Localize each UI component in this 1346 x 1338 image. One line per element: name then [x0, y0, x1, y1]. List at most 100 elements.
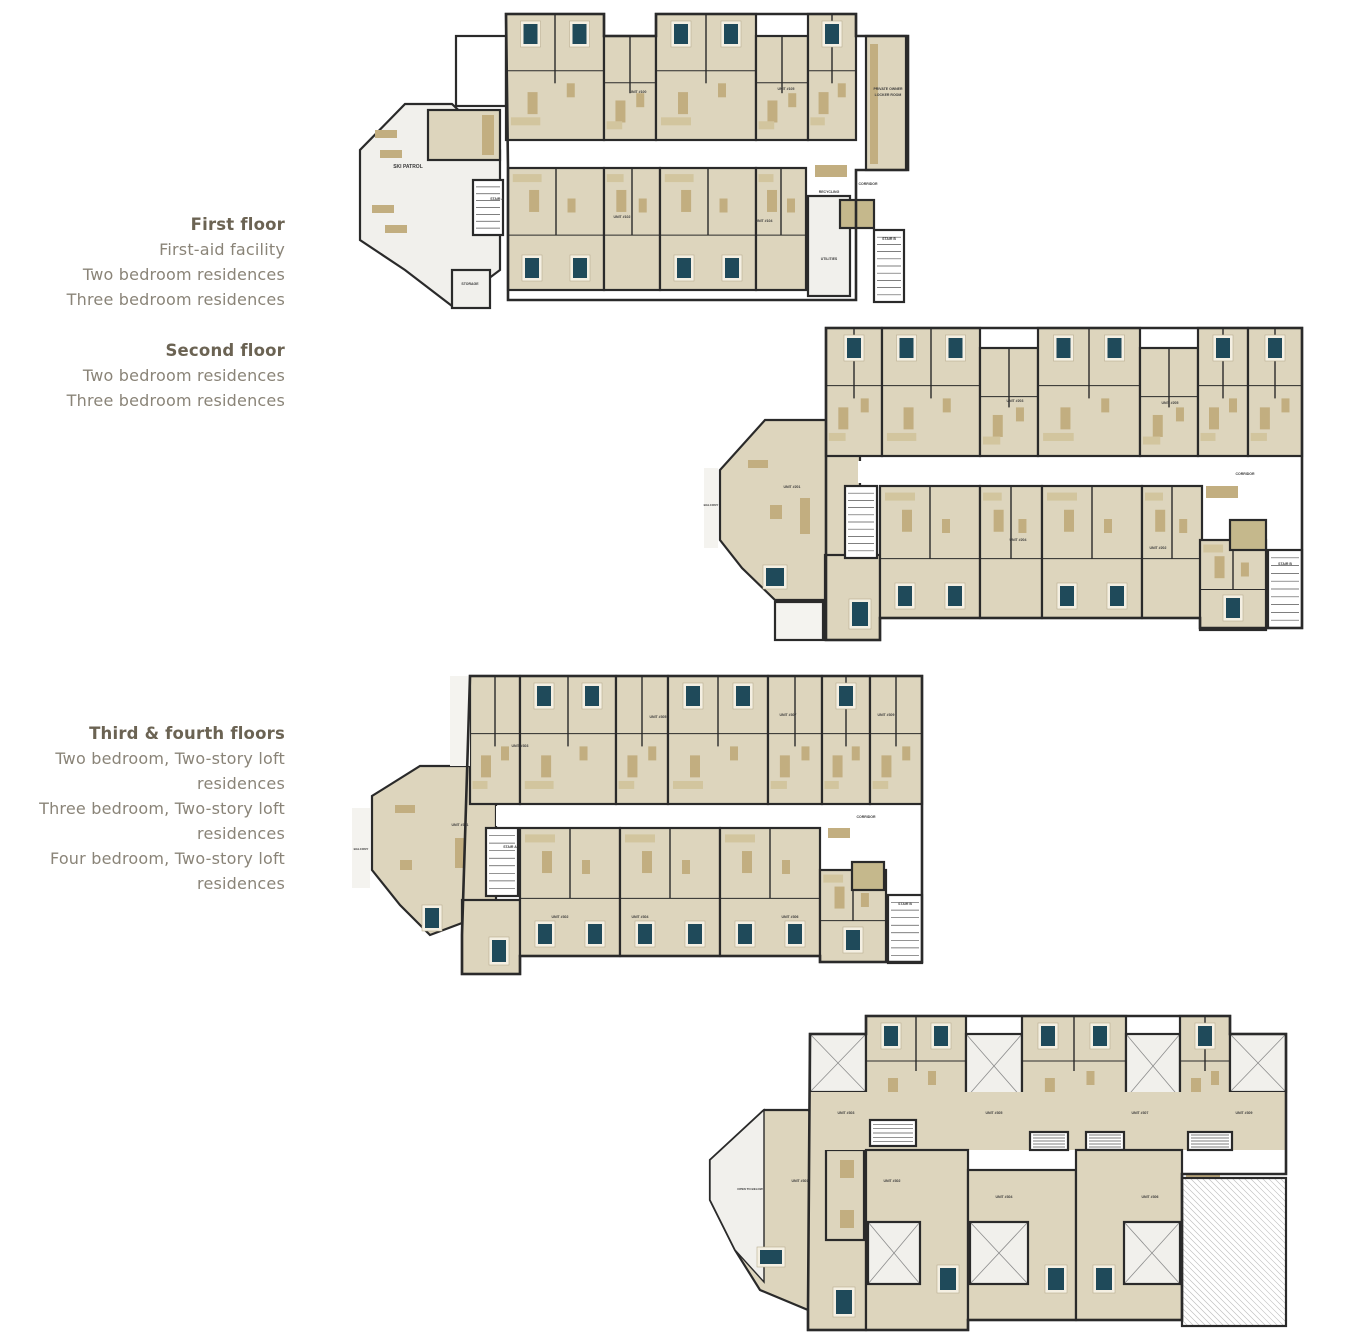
- kitchen-island: [800, 498, 810, 534]
- first-floor-item: Three bedroom residences: [66, 290, 285, 309]
- kitchen-island: [678, 92, 688, 115]
- wall: [484, 826, 520, 898]
- kitchen-island: [1179, 519, 1188, 533]
- void-cross: [965, 1033, 1023, 1099]
- bed: [1096, 1268, 1112, 1290]
- elevator: [1230, 520, 1266, 550]
- room-label: UNIT #301: [792, 1179, 809, 1183]
- bed: [1198, 1026, 1212, 1046]
- wall: [806, 194, 852, 298]
- kitchen-island: [928, 1071, 936, 1085]
- void-cross: [969, 1221, 1029, 1285]
- room-label: RECYCLING: [819, 190, 840, 194]
- kitchen-island: [770, 505, 782, 519]
- hatch-line: [1225, 1177, 1287, 1239]
- room-label: UNIT #201: [784, 485, 801, 489]
- void-cross: [867, 1221, 921, 1285]
- hatch-line: [1243, 1177, 1287, 1221]
- storage-room: [452, 270, 490, 308]
- void-cross: [1123, 1221, 1181, 1285]
- void-cross: [809, 1033, 867, 1093]
- bed: [846, 930, 860, 950]
- wall: [471, 178, 505, 237]
- kitchen-island: [627, 755, 638, 778]
- bed: [523, 24, 538, 44]
- kitchen-island: [840, 1160, 854, 1178]
- kitchen-island: [636, 93, 645, 108]
- kitchen-island: [1240, 562, 1249, 577]
- counter: [512, 174, 542, 183]
- kitchen-island: [1191, 1078, 1201, 1100]
- bed: [1056, 338, 1071, 358]
- kitchen-island: [1086, 1071, 1095, 1085]
- kitchen-island: [888, 1078, 898, 1100]
- counter: [823, 874, 844, 883]
- wall: [850, 860, 886, 892]
- wall: [968, 1220, 1030, 1286]
- kitchen-island: [1155, 509, 1166, 532]
- counter: [1047, 492, 1077, 501]
- wall: [426, 108, 502, 162]
- kitchen-island: [395, 805, 415, 813]
- room-label: UNIT #301: [452, 823, 469, 827]
- room-label: UNIT #306: [1142, 1195, 1159, 1199]
- bed: [852, 602, 868, 626]
- balcony: [704, 468, 718, 548]
- room-label: PRIVATE OWNER: [873, 87, 903, 91]
- hatch-line: [1181, 1205, 1287, 1311]
- kitchen-island: [851, 746, 860, 761]
- bed: [674, 24, 688, 44]
- second-floor-item: Three bedroom residences: [66, 391, 285, 410]
- corridor: [496, 806, 920, 826]
- recycling: [828, 828, 850, 838]
- hatch-line: [1249, 1177, 1287, 1215]
- bed: [588, 924, 602, 944]
- counter: [758, 174, 774, 183]
- kitchen-island: [870, 44, 878, 164]
- kitchen-island: [993, 509, 1004, 532]
- kitchen-island: [860, 398, 869, 413]
- hatch-line: [1181, 1283, 1225, 1327]
- room-label: UNIT #306: [782, 915, 799, 919]
- bed: [1268, 338, 1282, 358]
- room-label: UNIT #304: [996, 1195, 1013, 1199]
- void-cross: [1125, 1033, 1181, 1099]
- room-label: STAIR A: [490, 197, 504, 201]
- kitchen-island: [942, 398, 951, 413]
- third-fourth-item: residences: [197, 874, 285, 893]
- kitchen-island: [566, 83, 575, 98]
- hatch-line: [1255, 1177, 1287, 1209]
- kitchen-island: [541, 755, 552, 778]
- room-label: BALCONY: [354, 847, 369, 851]
- kitchen-island: [942, 519, 950, 533]
- hatch-line: [1267, 1177, 1287, 1197]
- hatch-line: [1181, 1313, 1195, 1327]
- room-label: STAIR A: [503, 845, 517, 849]
- hatch-line: [1237, 1177, 1287, 1227]
- room-label: OPEN TO BELOW: [737, 1187, 763, 1191]
- kitchen-island: [616, 189, 627, 212]
- bed: [492, 940, 506, 962]
- bed: [677, 258, 691, 278]
- counter: [770, 780, 787, 789]
- kitchen-island: [682, 860, 690, 874]
- counter: [1142, 436, 1161, 445]
- room-label: STORAGE: [461, 282, 479, 286]
- kitchen-island: [1044, 1078, 1055, 1100]
- counter: [824, 780, 839, 789]
- bed: [884, 1026, 898, 1046]
- bed: [736, 686, 750, 706]
- bed: [825, 24, 839, 44]
- hatch-line: [1181, 1295, 1213, 1327]
- kitchen-island: [380, 150, 402, 158]
- bed: [686, 686, 700, 706]
- kitchen-island: [527, 92, 538, 115]
- kitchen-island: [787, 198, 795, 213]
- kitchen-island: [832, 755, 843, 778]
- kitchen-island: [742, 851, 752, 874]
- room-label: UNIT #102: [614, 215, 631, 219]
- hatch-line: [1181, 1301, 1207, 1327]
- kitchen-island: [860, 893, 869, 907]
- counter: [828, 432, 846, 441]
